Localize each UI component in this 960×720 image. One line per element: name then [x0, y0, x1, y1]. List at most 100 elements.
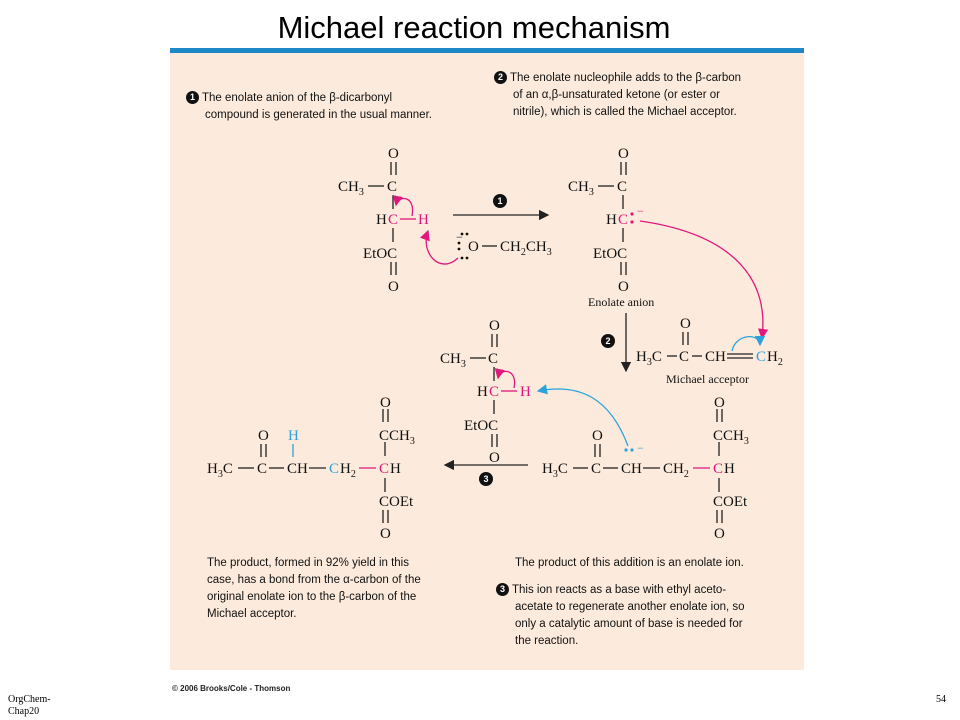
- svg-text:O: O: [380, 395, 391, 411]
- svg-text:H2: H2: [767, 349, 783, 368]
- arrow1-label: 1: [497, 196, 502, 206]
- product-line1: The product, formed in 92% yield in this: [207, 557, 409, 569]
- svg-text:O: O: [468, 239, 479, 255]
- addition-text: The product of this addition is an enola…: [515, 557, 744, 569]
- svg-text:O: O: [618, 146, 629, 162]
- step1-line2: compound is generated in the usual manne…: [205, 109, 432, 121]
- svg-text:H2: H2: [340, 461, 356, 480]
- svg-text:C: C: [591, 461, 601, 477]
- svg-text:C: C: [257, 461, 267, 477]
- svg-text:CH2: CH2: [663, 461, 689, 480]
- step2-line1: The enolate nucleophile adds to the β-ca…: [510, 72, 742, 84]
- svg-text:CH3: CH3: [440, 351, 466, 370]
- svg-text:EtOC: EtOC: [593, 246, 627, 262]
- mechanism-diagram: O CH3 C H C H EtOC O − O CH2CH3 1 O CH3 …: [207, 146, 783, 542]
- svg-text:O: O: [680, 316, 691, 332]
- svg-text:O: O: [714, 395, 725, 411]
- svg-text:C: C: [379, 461, 389, 477]
- svg-text:H: H: [520, 384, 531, 400]
- svg-text:CCH3: CCH3: [379, 428, 415, 447]
- enolate-anion-label: Enolate anion: [588, 295, 654, 309]
- svg-text:−: −: [637, 441, 644, 455]
- molecule-ethyl-acetoacetate-regen: O CH3 C H C H EtOC O: [440, 318, 531, 466]
- svg-text:O: O: [388, 146, 399, 162]
- svg-text:O: O: [489, 318, 500, 334]
- step3-line1: This ion reacts as a base with ethyl ace…: [512, 584, 727, 596]
- svg-text:H: H: [724, 461, 735, 477]
- molecule-ethyl-acetoacetate: O CH3 C H C H EtOC O: [338, 146, 429, 295]
- svg-text:CCH3: CCH3: [713, 428, 749, 447]
- product-line3: original enolate ion to the β-carbon of …: [207, 591, 417, 603]
- svg-text:H: H: [418, 212, 429, 228]
- svg-text:H: H: [390, 461, 401, 477]
- step3-line2: acetate to regenerate another enolate io…: [515, 601, 745, 613]
- footer-course-line2: Chap20: [8, 706, 40, 717]
- svg-text:EtOC: EtOC: [363, 246, 397, 262]
- svg-text:C: C: [488, 351, 498, 367]
- molecule-michael-acceptor: O H3C C CH C H2 Michael acceptor: [636, 316, 783, 386]
- svg-text:CH3: CH3: [568, 179, 594, 198]
- step3-line3: only a catalytic amount of base is neede…: [515, 618, 743, 630]
- svg-text:H3C: H3C: [636, 349, 662, 368]
- arrow1-badge: [493, 194, 507, 208]
- svg-text:C: C: [679, 349, 689, 365]
- svg-text:O: O: [388, 279, 399, 295]
- svg-text:O: O: [258, 428, 269, 444]
- arrow3-badge: [479, 472, 493, 486]
- svg-text:−: −: [637, 204, 644, 218]
- svg-text:O: O: [592, 428, 603, 444]
- ethoxide-base: − O CH2CH3: [420, 229, 552, 265]
- svg-text:O: O: [380, 526, 391, 542]
- footer-course-line1: OrgChem-: [8, 694, 51, 705]
- product-line4: Michael acceptor.: [207, 608, 297, 620]
- footer-course: OrgChem- Chap20: [8, 694, 51, 718]
- svg-text:CH: CH: [705, 349, 726, 365]
- step3-number: 3: [496, 583, 509, 596]
- svg-text:C: C: [618, 212, 628, 228]
- michael-acceptor-label: Michael acceptor: [666, 372, 749, 386]
- molecule-adduct-enolate: O H3C C CH − CH2 C H CCH3 O COEt O: [536, 384, 749, 542]
- svg-text:H3C: H3C: [542, 461, 568, 480]
- mechanism-panel: [170, 53, 804, 670]
- svg-text:C: C: [713, 461, 723, 477]
- step2-line3: nitrile), which is called the Michael ac…: [513, 106, 737, 118]
- step1-line1: The enolate anion of the β-dicarbonyl: [202, 92, 393, 104]
- molecule-michael-product: O H H3C C CH C H2 C H CCH3 O COEt O: [207, 395, 415, 542]
- svg-text:COEt: COEt: [713, 494, 748, 510]
- molecule-enolate-anion: O CH3 C H C − EtOC O Enolate anion: [568, 146, 769, 340]
- product-line2: case, has a bond from the α-carbon of th…: [207, 574, 421, 586]
- svg-text:COEt: COEt: [379, 494, 414, 510]
- copyright: © 2006 Brooks/Cole - Thomson: [172, 684, 291, 693]
- svg-text:CH: CH: [287, 461, 308, 477]
- arrow3-label: 3: [483, 474, 488, 484]
- svg-text:O: O: [618, 279, 629, 295]
- svg-text:−: −: [456, 230, 463, 244]
- svg-text:H: H: [376, 212, 387, 228]
- svg-text:C: C: [489, 384, 499, 400]
- product-text: The product, formed in 92% yield in this…: [207, 555, 421, 623]
- svg-text:H: H: [477, 384, 488, 400]
- page-number: 54: [936, 694, 946, 705]
- slide-title: Michael reaction mechanism: [277, 10, 671, 45]
- accent-bar: [170, 48, 804, 53]
- svg-text:O: O: [714, 526, 725, 542]
- svg-text:C: C: [617, 179, 627, 195]
- svg-text:C: C: [387, 179, 397, 195]
- svg-text:C: C: [388, 212, 398, 228]
- svg-text:EtOC: EtOC: [464, 418, 498, 434]
- step2-number: 2: [494, 71, 507, 84]
- svg-text:H: H: [606, 212, 617, 228]
- step1-number: 1: [186, 91, 199, 104]
- svg-text:CH: CH: [621, 461, 642, 477]
- svg-text:C: C: [756, 349, 766, 365]
- svg-text:CH3: CH3: [338, 179, 364, 198]
- svg-text:H3C: H3C: [207, 461, 233, 480]
- svg-text:H: H: [288, 428, 299, 444]
- step3-line4: the reaction.: [515, 635, 579, 647]
- svg-text:C: C: [329, 461, 339, 477]
- step2-line2: of an α,β-unsaturated ketone (or ester o…: [513, 89, 720, 101]
- svg-text:CH2CH3: CH2CH3: [500, 239, 552, 258]
